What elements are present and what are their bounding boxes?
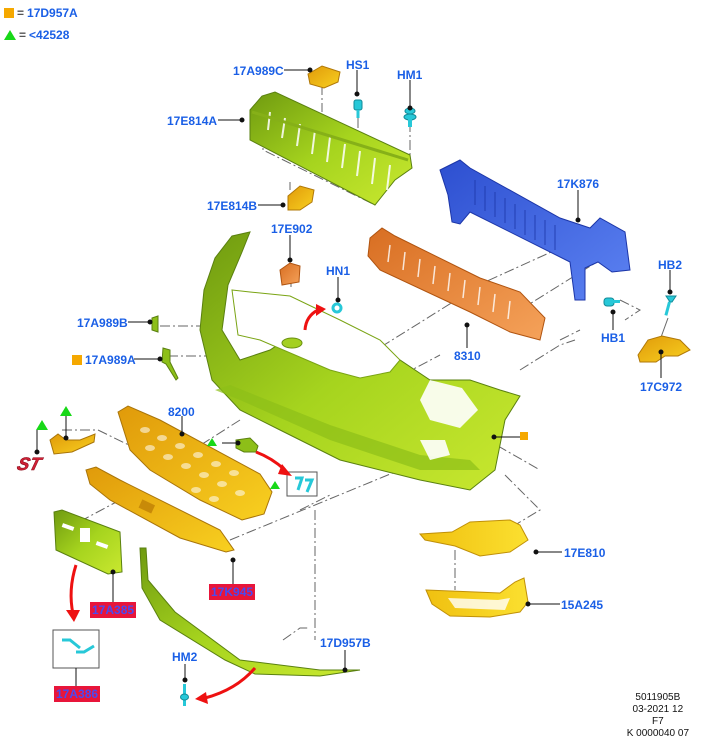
part-17A385-plate-bracket — [53, 509, 123, 575]
fastener-HB2 — [664, 295, 677, 316]
label-17A989A-text: 17A989A — [85, 353, 136, 367]
part-17E814B-bracket — [287, 185, 315, 211]
arrowhead-screws-lower — [66, 610, 80, 622]
screw-pack-box-upper — [286, 471, 318, 497]
label-17A989A[interactable]: 17A989A — [72, 353, 136, 367]
st-badge: ST — [15, 453, 45, 474]
label-17K876[interactable]: 17K876 — [557, 177, 600, 191]
drawing-date: 03-2021 12 — [632, 704, 684, 715]
fastener-HB1 — [603, 297, 620, 307]
fastener-HM2 — [180, 684, 189, 706]
markers-42528 — [36, 406, 280, 489]
label-HS1[interactable]: HS1 — [346, 58, 370, 72]
part-8200-grille — [117, 405, 273, 521]
arrow-hm2 — [204, 667, 257, 700]
label-8310[interactable]: 8310 — [454, 349, 481, 363]
part-17E810-trim — [418, 519, 529, 557]
label-17E810[interactable]: 17E810 — [564, 546, 606, 560]
part-bumper-cover — [199, 231, 521, 491]
legend-item-42528: = <42528 — [4, 28, 69, 42]
label-17A385[interactable]: 17A385 — [89, 602, 137, 618]
label-17A989C[interactable]: 17A989C — [233, 64, 284, 78]
legend-text: 17D957A — [27, 6, 78, 20]
part-17A989C-bracket — [307, 65, 341, 89]
legend-text: <42528 — [29, 28, 70, 42]
fastener-HS1 — [353, 99, 363, 118]
screw-pack-box-lower — [52, 629, 100, 669]
label-17C972[interactable]: 17C972 — [640, 380, 683, 394]
part-17A989B-clip — [151, 315, 159, 333]
fastener-HM1 — [403, 107, 417, 127]
label-HM2[interactable]: HM2 — [172, 650, 198, 664]
label-17A386[interactable]: 17A386 — [53, 686, 101, 702]
label-HB1[interactable]: HB1 — [601, 331, 626, 345]
drawing-reference: 5011905B 03-2021 12 F7 K 0000040 07 — [627, 692, 689, 740]
part-15A245-trim — [425, 577, 529, 618]
label-17E814B[interactable]: 17E814B — [207, 199, 258, 213]
arrow-screws-lower — [69, 564, 78, 615]
arrowhead-hm2 — [195, 692, 208, 704]
drawing-code: F7 — [652, 716, 664, 727]
part-8310-energy-absorber — [367, 227, 546, 341]
label-17E902[interactable]: 17E902 — [271, 222, 313, 236]
part-17E902-pad — [279, 262, 301, 286]
legend-equals: = — [19, 28, 27, 42]
part-17A989A-clip — [161, 347, 179, 381]
label-HB2[interactable]: HB2 — [658, 258, 683, 272]
label-8200[interactable]: 8200 — [168, 405, 195, 419]
legend-equals: = — [17, 6, 25, 20]
part-17C972-bracket — [637, 335, 691, 363]
part-17D957B-lower-spoiler — [139, 547, 361, 677]
label-17D957B[interactable]: 17D957B — [320, 636, 371, 650]
arrowhead-screws-upper — [278, 464, 292, 476]
label-17K945[interactable]: 17K945 — [208, 584, 256, 600]
fastener-HN1 — [331, 302, 343, 314]
part-badge-bracket — [49, 433, 96, 455]
drawing-id: K 0000040 07 — [626, 728, 689, 739]
label-17E814A[interactable]: 17E814A — [167, 114, 218, 128]
part-17K945-lower-grille — [85, 466, 235, 553]
part-17K876-bumper-reinforcement — [439, 159, 631, 301]
orange-square-icon — [4, 8, 14, 18]
marker-17D957A — [520, 432, 528, 440]
part-17E814A-grille-bracket — [249, 91, 413, 206]
arrowhead-hn1 — [316, 304, 326, 316]
leader-lines — [34, 67, 673, 686]
label-HN1[interactable]: HN1 — [326, 264, 351, 278]
green-triangle-icon — [4, 30, 16, 40]
label-HM1[interactable]: HM1 — [397, 68, 423, 82]
label-15A245[interactable]: 15A245 — [561, 598, 604, 612]
orange-square-icon — [72, 355, 82, 365]
legend-item-17D957A: = 17D957A — [4, 6, 78, 20]
arrow-screws-upper — [255, 450, 287, 472]
drawing-number: 5011905B — [635, 692, 681, 703]
label-17A989B[interactable]: 17A989B — [77, 316, 128, 330]
